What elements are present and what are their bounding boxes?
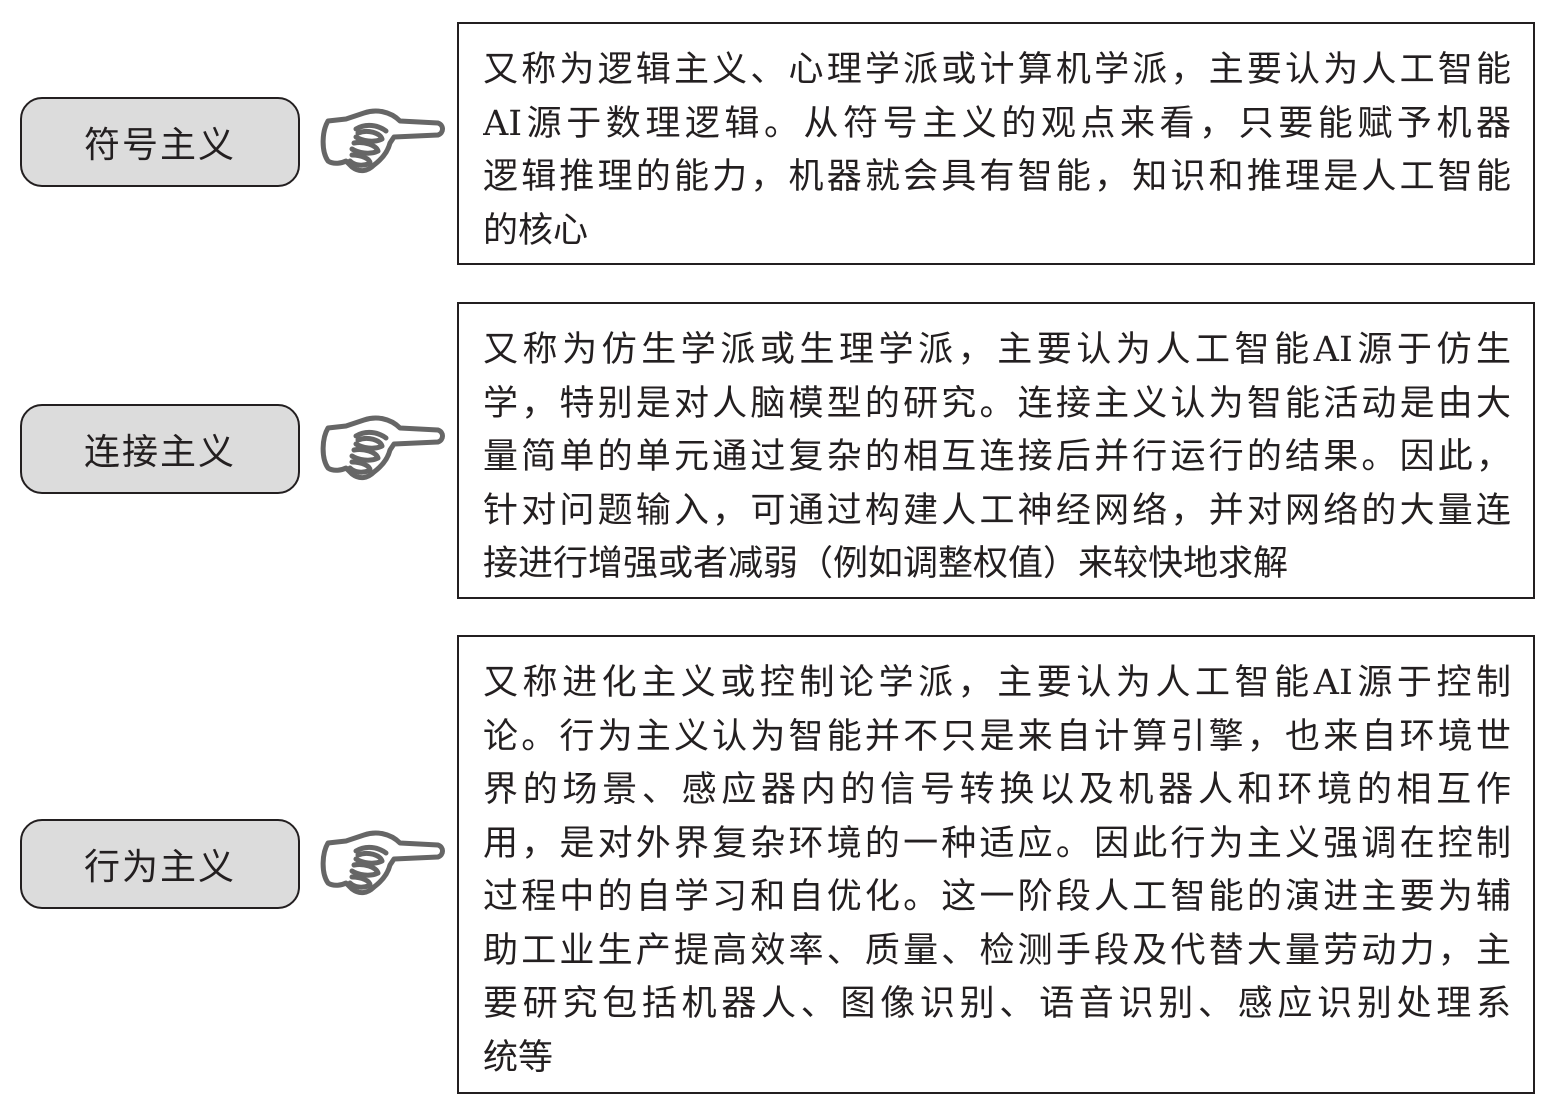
description-box-connectionism: 又称为仿生学派或生理学派，主要认为人工智能AI源于仿生 学，特别是对人脑模型的研… <box>457 302 1535 599</box>
label-symbolism: 符号主义 <box>20 97 300 187</box>
description-line: 针对问题输入，可通过构建人工神经网络，并对网络的大量连 <box>483 490 1511 531</box>
description-box-symbolism: 又称为逻辑主义、心理学派或计算机学派，主要认为人工智能 AI源于数理逻辑。从符号… <box>457 22 1535 265</box>
description-line: 逻辑推理的能力，机器就会具有智能，知识和推理是人工智能 <box>483 157 1511 197</box>
description-line: 统等 <box>483 1037 554 1078</box>
label-behaviorism: 行为主义 <box>20 819 300 909</box>
description-line: 助工业生产提高效率、质量、检测手段及代替大量劳动力，主 <box>483 930 1511 971</box>
pointing-hand-icon <box>316 103 446 183</box>
description-line: 接进行增强或者减弱（例如调整权值）来较快地求解 <box>483 544 1289 584</box>
description-line: 要研究包括机器人、图像识别、语音识别、感应识别处理系 <box>483 984 1511 1024</box>
description-line: 用，是对外界复杂环境的一种适应。因此行为主义强调在控制 <box>483 823 1511 864</box>
description-line: 又称为仿生学派或生理学派，主要认为人工智能AI源于仿生 <box>483 330 1511 370</box>
description-line: 又称进化主义或控制论学派，主要认为人工智能AI源于控制 <box>483 663 1511 703</box>
description-line: 论。行为主义认为智能并不只是来自计算引擎，也来自环境世 <box>483 716 1511 757</box>
description-line: AI源于数理逻辑。从符号主义的观点来看，只要能赋予机器 <box>483 103 1511 144</box>
description-line: 界的场景、感应器内的信号转换以及机器人和环境的相互作 <box>483 770 1511 810</box>
description-line: 学，特别是对人脑模型的研究。连接主义认为智能活动是由大 <box>483 383 1511 424</box>
pointing-hand-icon <box>316 825 446 905</box>
label-connectionism: 连接主义 <box>20 404 300 494</box>
description-line: 过程中的自学习和自优化。这一阶段人工智能的演进主要为辅 <box>483 877 1511 917</box>
pointing-hand-icon <box>316 410 446 490</box>
description-line: 又称为逻辑主义、心理学派或计算机学派，主要认为人工智能 <box>483 50 1511 90</box>
description-line: 量简单的单元通过复杂的相互连接后并行运行的结果。因此， <box>483 437 1511 477</box>
description-line: 的核心 <box>483 210 589 251</box>
description-box-behaviorism: 又称进化主义或控制论学派，主要认为人工智能AI源于控制 论。行为主义认为智能并不… <box>457 635 1535 1094</box>
